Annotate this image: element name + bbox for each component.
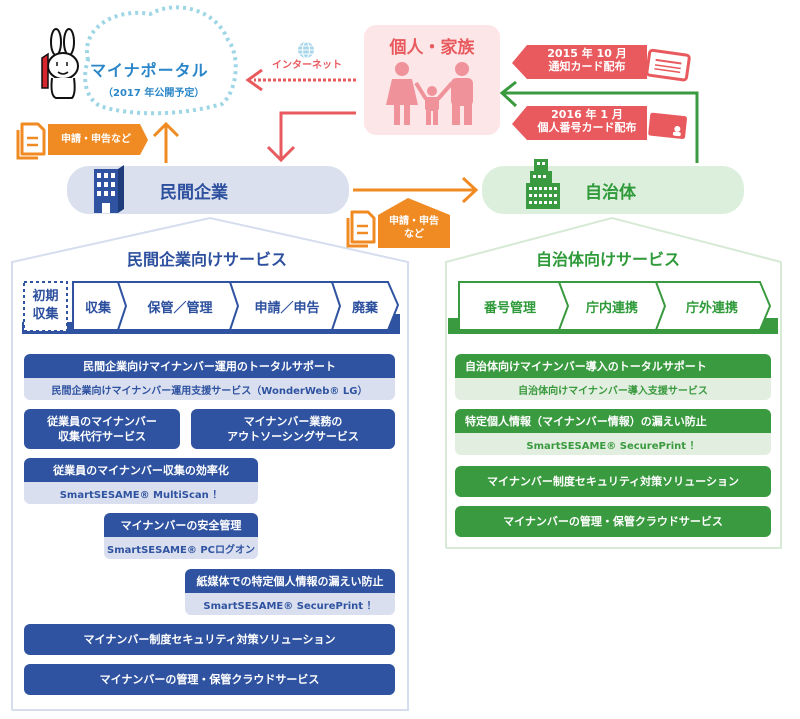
city-hall-icon [524,157,564,209]
service-total-support-title: 民間企業向けマイナンバー運用のトータルサポート [24,354,395,378]
rabbit-mascot-icon [36,28,86,102]
business-step-filing: 申請／申告 [254,301,320,316]
business-step-disposal: 廃棄 [351,301,378,316]
government-step-internal-link: 庁内連携 [585,301,638,316]
business-step-collect: 収集 [84,301,111,316]
notification-card-icon [645,48,691,82]
notice-tag-1-shape [512,45,647,79]
notice-tag-1-date: 2015 年 10 月 [547,47,627,60]
family-title: 個人・家族 [389,38,475,58]
family-box: 個人・家族 [364,25,500,135]
notice-tag-2-label: 個人番号カード配布 [537,121,637,134]
business-step-storage: 保管／管理 [147,301,213,316]
notice-tag-1: 2015 年 10 月 通知カード配布 [527,47,647,73]
business-services-frame [11,216,409,711]
service-total-support[interactable]: 民間企業向けマイナンバー運用のトータルサポート 民間企業向けマイナンバー運用支援… [24,354,395,400]
portal-title: マイナポータル [90,61,209,80]
office-building-icon [92,163,126,213]
application-tag-middle: 申請・申告 など [380,215,448,241]
government-node [482,166,744,214]
service-safe-management[interactable]: マイナンバーの安全管理 SmartSESAME® PCログオン [104,513,258,559]
government-services-frame [445,216,782,549]
notice-tag-2: 2016 年 1 月 個人番号カード配布 [522,108,652,134]
internet-label: インターネット [272,60,342,71]
globe-icon [298,41,314,59]
gov-service-total-support[interactable]: 自治体向けマイナンバー導入のトータルサポート 自治体向けマイナンバー導入支援サー… [455,354,771,400]
application-tag-middle-shape [378,198,450,248]
id-card-icon [647,111,688,141]
application-tag-middle-line2: など [404,229,424,240]
notice-tag-1-label: 通知カード配布 [548,60,626,73]
family-icon [380,61,484,127]
family-to-business-arrow [279,111,356,160]
business-services-title: 民間企業向けサービス [127,250,288,269]
internet-arrow-head [245,68,263,92]
service-collection-agency[interactable]: 従業員のマイナンバー 収集代行サービス [24,409,180,449]
application-tag-top-shape [48,124,148,155]
application-tag-top: 申請・申告など [61,134,131,145]
notice-tag-2-date: 2016 年 1 月 [551,108,623,121]
business-step-initial-shape [23,281,68,332]
government-steps-chevrons [458,281,772,331]
government-step-number-management: 番号管理 [483,301,536,316]
notice-tag-2-shape [512,106,647,140]
service-security-solution[interactable]: マイナンバー制度セキュリティ対策ソリューション [24,624,395,655]
government-services-title: 自治体向けサービス [536,250,681,269]
portal-subtitle: （2017 年公開予定） [103,88,205,99]
business-step-initial: 初期 収集 [32,289,59,322]
service-total-support-product: 民間企業向けマイナンバー運用支援サービス（WonderWeb® LG） [24,378,395,400]
gov-service-security-solution[interactable]: マイナンバー制度セキュリティ対策ソリューション [455,466,771,497]
government-step-external-link: 庁外連携 [685,301,738,316]
business-label: 民間企業 [160,183,228,203]
government-to-family-arrow [503,91,699,163]
government-label: 自治体 [585,183,636,203]
service-outsourcing[interactable]: マイナンバー業務の アウトソーシングサービス [191,409,395,449]
service-collection-efficiency[interactable]: 従業員のマイナンバー収集の効率化 SmartSESAME® MultiScan … [24,458,258,504]
gov-service-leak-prevention[interactable]: 特定個人情報（マイナンバー情報）の漏えい防止 SmartSESAME® Secu… [455,409,771,455]
service-cloud-storage[interactable]: マイナンバーの管理・保管クラウドサービス [24,664,395,695]
gov-service-cloud-storage[interactable]: マイナンバーの管理・保管クラウドサービス [455,506,771,537]
application-tag-middle-line1: 申請・申告 [389,216,439,227]
service-paper-leak-prevention[interactable]: 紙媒体での特定個人情報の漏えい防止 SmartSESAME® SecurePri… [185,569,395,615]
business-steps-chevrons [72,281,400,331]
document-icon-top [16,122,46,160]
document-icon-middle [346,210,376,248]
